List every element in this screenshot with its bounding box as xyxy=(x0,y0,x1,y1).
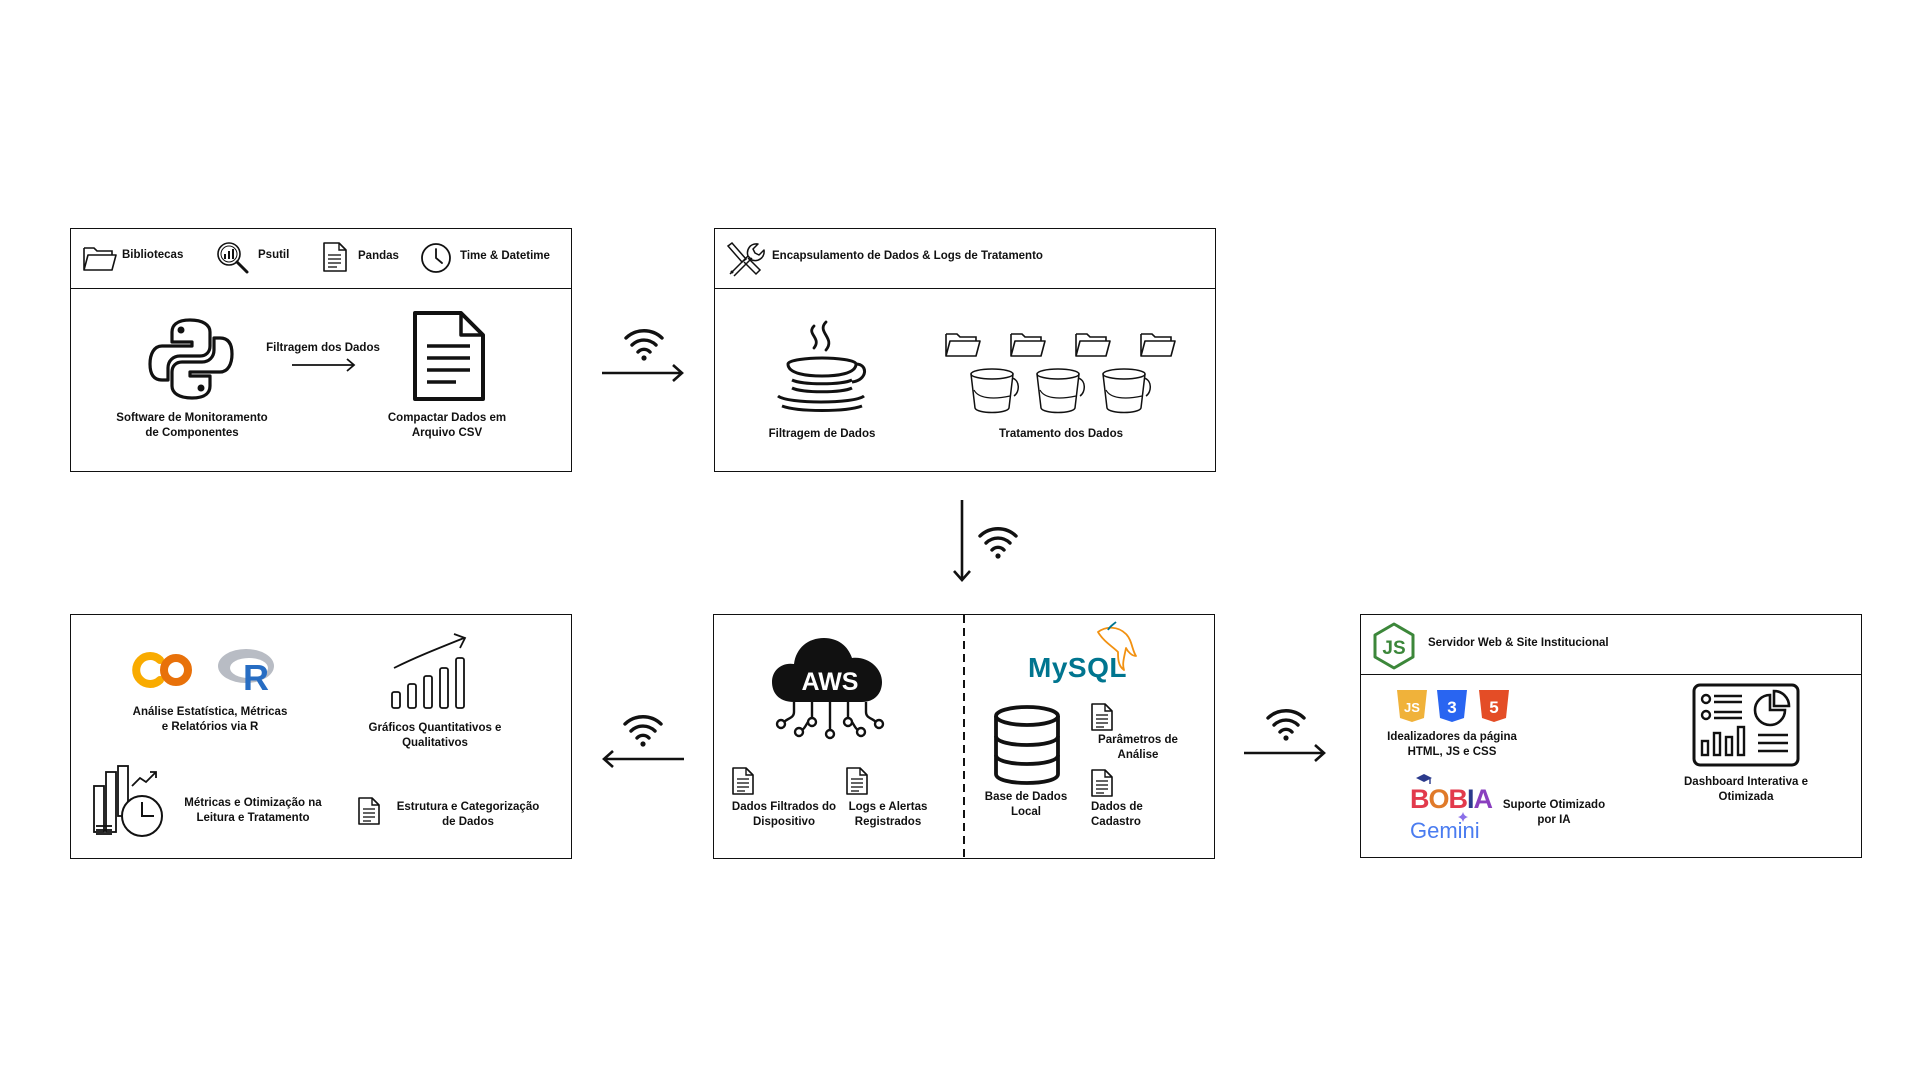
libraries-header xyxy=(71,229,571,289)
csv-document-icon xyxy=(413,311,485,401)
arrow-down-icon xyxy=(953,500,971,582)
wifi-icon xyxy=(1266,709,1306,741)
bucket-icon xyxy=(1036,368,1085,414)
database-icon xyxy=(994,705,1060,785)
folder-icon xyxy=(945,333,981,357)
arrow-left-icon xyxy=(602,750,684,768)
aws-text: AWS xyxy=(802,668,859,696)
web-server-header xyxy=(1361,615,1861,675)
clock-icon xyxy=(421,243,451,273)
edge-label-filtering: Filtragem dos Dados xyxy=(266,342,380,354)
nodejs-icon: JS xyxy=(1373,622,1415,670)
css-logo-icon: 3 xyxy=(1437,690,1467,722)
web-server-title: Servidor Web & Site Institucional xyxy=(1428,637,1609,649)
divider-dashed xyxy=(963,615,965,858)
dashboard-label: Dashboard Interativa e Otimizada xyxy=(1684,776,1808,803)
folder-icon xyxy=(83,247,117,271)
metrics-clock-chart-icon xyxy=(93,765,163,837)
filtering-label: Filtragem de Dados xyxy=(768,428,876,440)
web-ideas-label: Idealizadores da página HTML, JS e CSS xyxy=(1387,731,1517,758)
logs-alerts-label: Logs e Alertas Registrados xyxy=(848,801,928,828)
filtered-device-data-label: Dados Filtrados do Dispositivo xyxy=(731,801,837,828)
folder-icon xyxy=(1010,333,1046,357)
document-icon xyxy=(846,767,868,795)
wifi-icon xyxy=(978,527,1018,559)
folder-icon xyxy=(1140,333,1176,357)
html-logo-icon: 5 xyxy=(1479,690,1509,722)
r-logo-icon: R xyxy=(218,649,274,698)
svg-text:5: 5 xyxy=(1489,698,1498,717)
document-icon xyxy=(323,242,347,272)
svg-text:JS: JS xyxy=(1404,700,1420,715)
arrow-right-icon xyxy=(1244,744,1326,762)
sparkle-icon xyxy=(1458,812,1468,822)
encapsulation-box xyxy=(714,228,1216,472)
header-item-pandas: Pandas xyxy=(358,250,399,262)
java-icon xyxy=(777,320,866,412)
growth-chart-icon xyxy=(391,633,467,709)
document-icon xyxy=(358,797,380,825)
structure-categorization-label: Estrutura e Categorização de Dados xyxy=(396,801,540,828)
arrow-right-icon xyxy=(602,364,684,382)
colab-logo-icon xyxy=(132,652,192,688)
r-analysis-label: Análise Estatística, Métricas e Relatóri… xyxy=(132,706,288,733)
js-logo-icon: JS xyxy=(1397,690,1427,722)
registration-data-label: Dados de Cadastro xyxy=(1091,801,1143,828)
tools-icon xyxy=(726,241,765,277)
local-database-label: Base de Dados Local xyxy=(984,791,1068,818)
bucket-icon xyxy=(970,368,1019,414)
header-item-bibliotecas: Bibliotecas xyxy=(122,249,184,261)
metrics-optimization-label: Métricas e Otimização na Leitura e Trata… xyxy=(184,797,322,824)
ai-support-label: Suporte Otimizado por IA xyxy=(1502,799,1606,826)
header-item-time-datetime: Time & Datetime xyxy=(460,250,550,262)
aws-cloud-icon: AWS xyxy=(772,638,885,740)
search-chart-icon xyxy=(217,242,249,274)
wifi-icon xyxy=(624,329,664,361)
r-logo-text: R xyxy=(243,657,269,698)
bucket-icon xyxy=(1102,368,1151,414)
mysql-dolphin-icon xyxy=(1097,621,1137,671)
gemini-logo-text: Gemini xyxy=(1410,818,1480,843)
graphs-label: Gráficos Quantitativos e Qualitativos xyxy=(368,722,502,749)
mysql-logo-text: MySQL xyxy=(1028,652,1127,683)
dashboard-icon xyxy=(1692,683,1800,767)
arrow-right-icon xyxy=(292,358,356,372)
wifi-icon xyxy=(623,715,663,747)
encapsulation-title: Encapsulamento de Dados & Logs de Tratam… xyxy=(772,250,1043,262)
svg-text:BOBIA: BOBIA xyxy=(1410,784,1493,814)
document-icon xyxy=(1091,769,1113,797)
document-icon xyxy=(1091,703,1113,731)
header-item-psutil: Psutil xyxy=(258,249,290,261)
document-icon xyxy=(732,767,754,795)
python-icon xyxy=(148,318,234,400)
compact-csv-label: Compactar Dados em Arquivo CSV xyxy=(387,412,507,439)
folder-icon xyxy=(1075,333,1111,357)
data-treatment-label: Tratamento dos Dados xyxy=(999,428,1123,440)
svg-text:3: 3 xyxy=(1447,698,1456,717)
encapsulation-header xyxy=(715,229,1215,289)
bobia-logo-icon: BOBIA xyxy=(1410,774,1494,814)
nodejs-text: JS xyxy=(1382,638,1405,659)
analysis-params-label: Parâmetros de Análise xyxy=(1098,734,1178,761)
software-monitoring-label: Software de Monitoramento de Componentes xyxy=(116,412,268,439)
